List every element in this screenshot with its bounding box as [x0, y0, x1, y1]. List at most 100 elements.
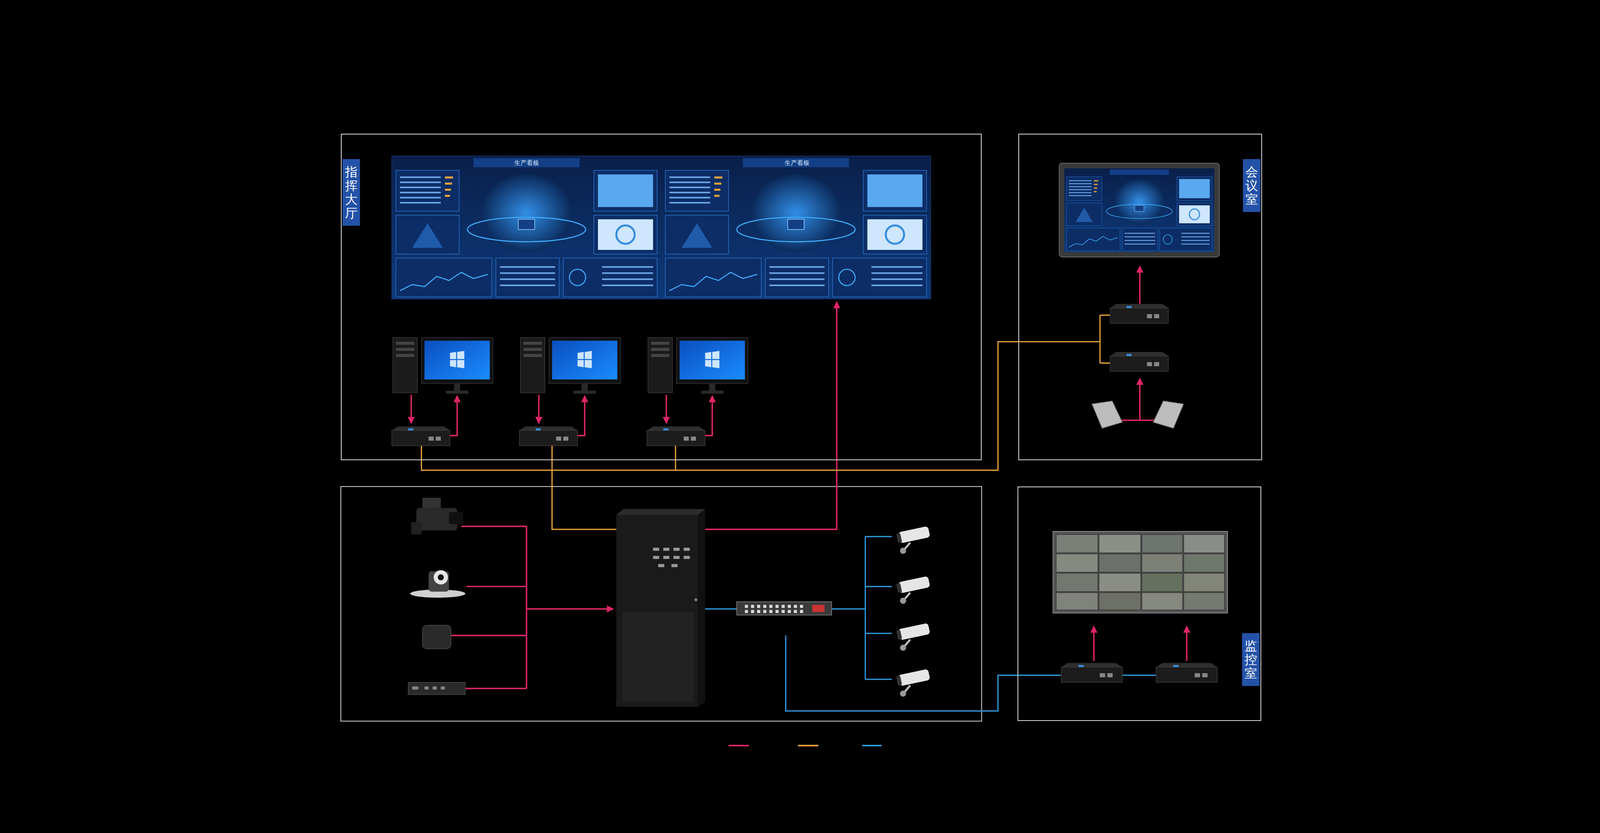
illustration-rect — [616, 515, 698, 708]
illustration-rect — [736, 602, 832, 616]
illustration-rect — [769, 605, 773, 608]
illustration-use — [661, 156, 931, 300]
illustration-rect — [1056, 573, 1098, 592]
illustration-rect — [793, 605, 797, 608]
illustration-rect — [440, 686, 445, 690]
illustration-rect — [652, 547, 660, 551]
illustration-circle — [694, 598, 698, 602]
illustration-use — [391, 426, 450, 447]
illustration-rect — [422, 625, 452, 649]
illustration-rect — [1099, 534, 1141, 553]
illustration-use — [392, 337, 493, 395]
illustration-use — [520, 337, 621, 395]
illustration-rect — [745, 610, 748, 613]
illustration-rect — [449, 512, 464, 525]
illustration-rect — [787, 605, 791, 608]
illustration-path — [1100, 315, 1110, 364]
illustration-g — [652, 547, 690, 568]
illustration-path — [665, 395, 667, 424]
illustration-rect — [1141, 554, 1183, 573]
illustration-path — [785, 635, 1157, 712]
illustration-use — [895, 526, 930, 555]
illustration-rect — [800, 610, 803, 613]
illustration-rect — [432, 686, 437, 690]
illustration-path — [450, 395, 458, 436]
illustration-rect — [775, 605, 779, 608]
illustration-use — [895, 669, 930, 698]
illustration-line — [862, 745, 882, 747]
illustration-rect — [1141, 534, 1183, 553]
illustration-rect — [800, 605, 803, 608]
illustration-path — [705, 536, 892, 680]
illustration-rect — [1056, 534, 1098, 553]
illustration-g — [705, 536, 1156, 712]
illustration-use — [391, 156, 662, 300]
screen-title: 生产看板 — [514, 159, 540, 167]
illustration-rect — [683, 547, 690, 551]
illustration-rect — [663, 556, 670, 560]
illustration-rect — [1183, 573, 1225, 592]
illustration-path — [410, 395, 412, 424]
illustration-use — [647, 426, 706, 447]
illustration-use — [1110, 304, 1169, 324]
illustration-rect — [412, 686, 419, 690]
illustration-rect — [1099, 573, 1141, 592]
illustration-g — [411, 266, 1187, 689]
illustration-rect — [422, 497, 441, 508]
illustration-rect — [663, 547, 670, 551]
illustration-use — [1064, 168, 1215, 253]
illustration-rect — [787, 610, 791, 613]
room-tag: 监控室 — [1242, 633, 1260, 687]
illustration-g — [421, 315, 1110, 530]
illustration-line — [797, 745, 819, 747]
illustration-use — [895, 623, 930, 652]
illustration-rect — [408, 682, 466, 695]
illustration-path — [1093, 626, 1095, 662]
illustration-rect — [1183, 554, 1225, 573]
illustration-rect — [673, 556, 680, 560]
illustration-path — [577, 395, 585, 436]
illustration-rect — [1052, 531, 1228, 614]
illustration-rect — [671, 564, 678, 568]
illustration-polygon — [616, 509, 705, 516]
illustration-rect — [745, 605, 748, 608]
illustration-rect — [1056, 592, 1098, 611]
illustration-rect — [757, 605, 760, 608]
illustration-rect — [793, 610, 797, 613]
illustration-rect — [424, 686, 429, 690]
illustration-path — [1139, 266, 1141, 305]
illustration-path — [421, 341, 1100, 471]
illustration-g — [745, 605, 804, 614]
illustration-path — [1185, 626, 1188, 662]
illustration-path — [1139, 378, 1141, 421]
illustration-polygon — [1091, 400, 1123, 429]
illustration-line — [728, 745, 750, 747]
illustration-circle — [437, 574, 445, 581]
illustration-rect — [775, 610, 779, 613]
illustration-g — [1056, 534, 1225, 610]
illustration-use — [647, 337, 748, 395]
illustration-rect — [750, 610, 754, 613]
illustration-rect — [781, 605, 785, 608]
illustration-path — [450, 526, 527, 689]
illustration-rect — [1141, 592, 1183, 611]
illustration-rect — [411, 522, 422, 535]
illustration-use — [519, 426, 578, 447]
room-region: 指挥大厅 — [340, 133, 982, 461]
illustration-rect — [1099, 554, 1141, 573]
screen-title: 生产看板 — [784, 159, 810, 167]
illustration-circle — [433, 570, 448, 585]
illustration-path — [675, 445, 677, 471]
illustration-path — [552, 445, 617, 530]
illustration-g — [412, 686, 445, 690]
illustration-rect — [658, 564, 665, 568]
illustration-rect — [1141, 573, 1183, 592]
illustration-rect — [769, 610, 773, 613]
illustration-rect — [1056, 554, 1098, 573]
illustration-use — [1110, 352, 1169, 372]
illustration-path — [537, 395, 540, 424]
illustration-polygon — [697, 509, 705, 708]
illustration-use — [1156, 663, 1218, 683]
